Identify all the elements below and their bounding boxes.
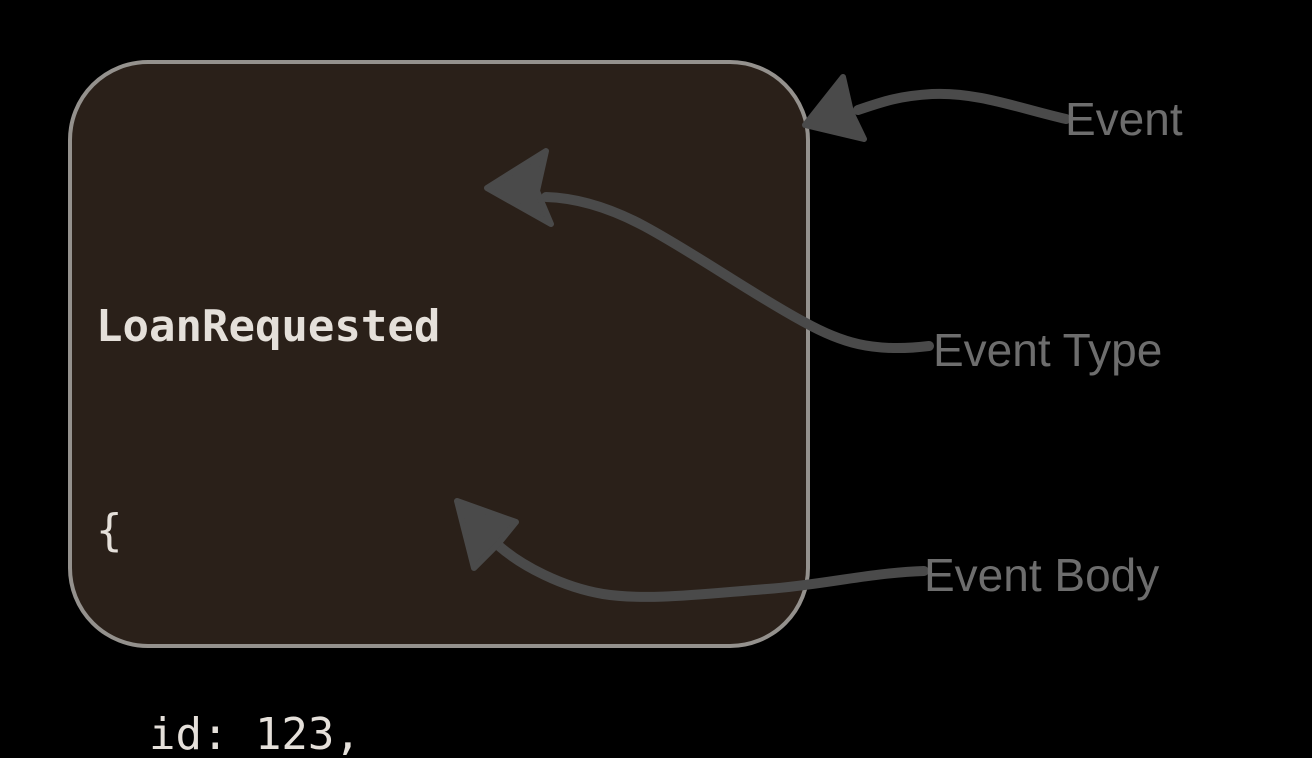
event-body-label: Event Body <box>924 549 1160 601</box>
event-body-code-line: id: 123, <box>96 709 361 758</box>
event-label: Event <box>1065 93 1183 145</box>
event-arrowhead-icon <box>802 74 867 142</box>
event-type-code-line: LoanRequested <box>96 301 441 352</box>
event-body-code-line: { <box>96 505 123 556</box>
event-type-label: Event Type <box>933 324 1163 376</box>
event-code-block: LoanRequested { id: 123, amount: 100, bo… <box>96 157 705 758</box>
event-arrow-line <box>853 88 1071 124</box>
